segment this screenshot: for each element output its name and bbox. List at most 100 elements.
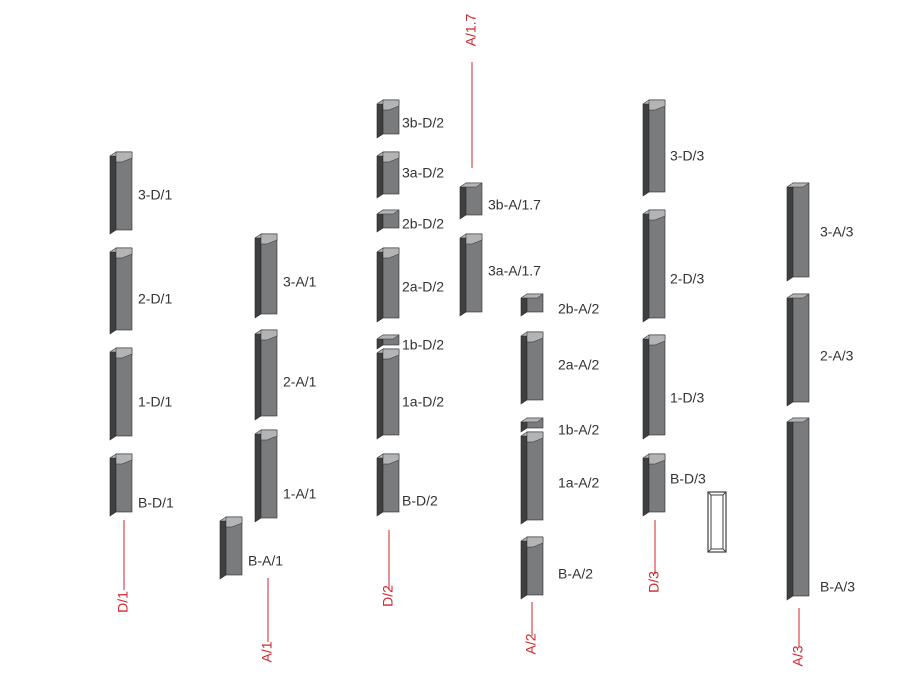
block-notch	[382, 247, 400, 259]
block-front-face	[648, 334, 666, 436]
block-b-d-3: B-D/3	[642, 453, 706, 517]
column-marker-d-3: D/3	[646, 520, 662, 593]
block-b-d-1: B-D/1	[109, 453, 174, 517]
block-front-face	[260, 429, 278, 519]
block-1b-d-2: 1b-D/2	[376, 334, 444, 353]
block-label: B-A/2	[558, 566, 593, 582]
block-side-face	[219, 516, 227, 580]
block-notch	[260, 429, 278, 441]
block-side-face	[642, 209, 650, 323]
block-3b-d-2: 3b-D/2	[376, 99, 444, 139]
block-2-d-1: 2-D/1	[109, 247, 172, 335]
block-label: 3a-D/2	[402, 165, 444, 181]
block-front-face	[382, 247, 400, 319]
block-2b-a-2: 2b-A/2	[520, 293, 599, 317]
block-label: 1b-A/2	[558, 422, 599, 438]
block-notch	[382, 348, 400, 360]
block-front-face	[115, 247, 133, 331]
block-3b-a-17: 3b-A/1.7	[459, 182, 541, 220]
block-label: 2-A/1	[283, 374, 317, 390]
block-3a-d-2: 3a-D/2	[376, 151, 444, 199]
block-label: 3-A/3	[820, 224, 854, 240]
block-label: B-A/1	[248, 553, 283, 569]
block-side-face	[254, 233, 262, 319]
block-notch	[382, 151, 400, 163]
block-front-face	[792, 182, 810, 278]
block-label: 1a-D/2	[402, 394, 444, 410]
block-3-a-3: 3-A/3	[786, 182, 854, 282]
block-2-d-3: 2-D/3	[642, 209, 704, 323]
block-notch	[648, 209, 666, 221]
block-notch	[648, 334, 666, 346]
column-label: A/3	[790, 645, 806, 666]
block-top-face	[520, 417, 544, 423]
column-marker-d-1: D/1	[115, 520, 131, 613]
block-side-face	[459, 182, 467, 220]
block-front-face	[526, 431, 544, 521]
block-front-face	[465, 233, 483, 313]
block-label: B-A/3	[820, 579, 855, 595]
block-front-face	[465, 182, 483, 216]
block-side-face	[109, 453, 117, 517]
block-notch	[382, 453, 400, 465]
block-top-face	[786, 182, 810, 188]
block-side-face	[520, 536, 528, 600]
block-1a-d-2: 1a-D/2	[376, 348, 444, 440]
block-1b-a-2: 1b-A/2	[520, 417, 599, 438]
block-notch	[115, 347, 133, 359]
column-markers-layer: D/1A/1D/2A/1.7A/2D/3A/3	[115, 13, 806, 666]
block-front-face	[648, 99, 666, 193]
block-side-face	[642, 99, 650, 197]
block-label: B-D/2	[402, 493, 438, 509]
block-label: 2-A/3	[820, 348, 854, 364]
block-label: 2b-D/2	[402, 216, 444, 232]
block-label: 1-D/1	[138, 394, 172, 410]
block-label: 3-D/3	[670, 148, 704, 164]
column-marker-a-2: A/2	[523, 602, 539, 655]
block-b-a-2: B-A/2	[520, 536, 593, 600]
block-side-face	[109, 347, 117, 441]
column-marker-a-1: A/1	[259, 578, 275, 663]
blocks-layer: 3-D/12-D/11-D/1B-D/13-A/12-A/11-A/1B-A/1…	[109, 99, 855, 601]
block-1-d-1: 1-D/1	[109, 347, 172, 441]
block-label: 2a-A/2	[558, 357, 599, 373]
block-notch	[260, 233, 278, 245]
block-side-face	[376, 247, 384, 323]
block-label: 3b-A/1.7	[488, 197, 541, 213]
block-side-face	[254, 429, 262, 523]
block-3-d-3: 3-D/3	[642, 99, 704, 197]
block-front-face	[382, 348, 400, 436]
block-1-d-3: 1-D/3	[642, 334, 704, 440]
column-label: A/2	[523, 633, 539, 654]
block-notch	[115, 247, 133, 259]
block-label: 1a-A/2	[558, 475, 599, 491]
block-front-face	[115, 151, 133, 231]
block-side-face	[642, 334, 650, 440]
column-label: D/1	[115, 591, 131, 613]
column-marker-a-3: A/3	[790, 608, 806, 667]
block-label: 3b-D/2	[402, 115, 444, 131]
block-front-face	[115, 347, 133, 437]
column-label: D/2	[380, 585, 396, 607]
block-side-face	[459, 233, 467, 317]
block-label: 1-A/1	[283, 486, 317, 502]
block-b-a-3: B-A/3	[786, 417, 855, 601]
block-notch	[465, 233, 483, 245]
block-label: 2-D/1	[138, 291, 172, 307]
block-notch	[526, 331, 544, 343]
hollow-frame-icon	[707, 491, 727, 553]
block-b-d-2: B-D/2	[376, 453, 438, 517]
block-side-face	[786, 182, 794, 282]
block-notch	[115, 453, 133, 465]
block-label: 1-D/3	[670, 390, 704, 406]
block-front-face	[792, 417, 810, 597]
block-front-face	[260, 233, 278, 315]
block-3a-a-17: 3a-A/1.7	[459, 233, 541, 317]
block-side-face	[520, 331, 528, 405]
block-label: 3-A/1	[283, 274, 317, 290]
block-notch	[648, 99, 666, 111]
block-label: 2b-A/2	[558, 301, 599, 317]
block-side-face	[786, 293, 794, 407]
block-top-face	[376, 334, 400, 340]
